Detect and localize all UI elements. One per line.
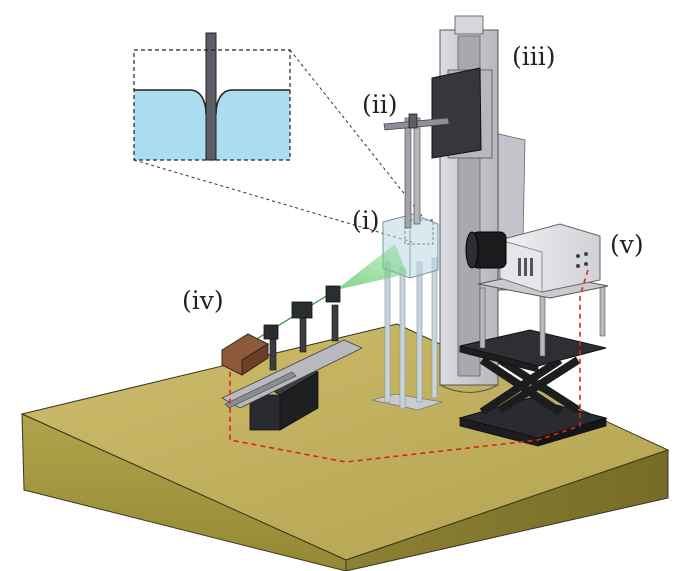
inset-leader-bottom: [133, 159, 413, 243]
laser-source-side: [241, 343, 269, 376]
lens-mount-3: [325, 285, 341, 303]
scissor-mechanism: [479, 356, 581, 416]
ground-side-face: [345, 449, 669, 571]
tank-leg-4: [431, 257, 438, 399]
camera-connector-2: [584, 252, 588, 256]
column-top-cap: [454, 15, 484, 35]
tank-leg-2: [399, 267, 406, 409]
fiber-holder-rod: [404, 117, 412, 229]
optical-rail-2: [224, 371, 297, 409]
inset-liquid: [134, 90, 206, 160]
fiber-holder-rod-2: [413, 117, 421, 225]
label-column: (iii): [512, 42, 556, 71]
lens-mount-1: [263, 324, 279, 340]
bench-block-side: [279, 371, 319, 431]
mount-post-2: [299, 315, 307, 353]
camera-connector-1: [576, 254, 580, 258]
table-leg-1: [479, 287, 486, 349]
table-leg-3: [599, 285, 606, 337]
magnified-inset: [133, 32, 434, 245]
inset-fiber: [205, 32, 217, 161]
label-camera: (v): [610, 230, 644, 259]
tank-leg-1: [384, 261, 391, 403]
fiber-holder-knob: [408, 113, 418, 129]
camera-vent-2: [524, 258, 527, 276]
inset-liquid-right: [216, 90, 290, 160]
inset-leader-top: [289, 49, 423, 217]
tank-leg-3: [416, 261, 423, 403]
ground-block: [20, 323, 670, 571]
lens-mount-2: [291, 301, 313, 319]
label-tank: (i): [352, 206, 380, 235]
mount-post-1: [269, 337, 277, 371]
camera-on-lift: [458, 223, 609, 447]
optical-bench: [221, 285, 363, 431]
trigger-cable: [229, 269, 589, 463]
label-optical-bench: (iv): [182, 286, 224, 315]
camera-vent-3: [530, 258, 533, 276]
lift-base-side: [537, 417, 607, 447]
lift-top-front: [459, 345, 539, 373]
ground-top-face: [20, 323, 670, 561]
camera-vent-1: [518, 258, 521, 276]
label-fiber-holder: (ii): [362, 90, 398, 119]
inset-frame: [133, 49, 291, 161]
mount-post-3: [331, 304, 339, 342]
camera-connector-4: [584, 262, 588, 266]
ground-front-face: [21, 413, 347, 571]
column-foot: [439, 384, 499, 393]
camera-lens-front: [465, 231, 479, 269]
mounting-plate: [431, 67, 482, 159]
table-leg-2: [539, 295, 546, 357]
laser-beam: [336, 244, 407, 290]
camera-connector-3: [576, 264, 580, 268]
